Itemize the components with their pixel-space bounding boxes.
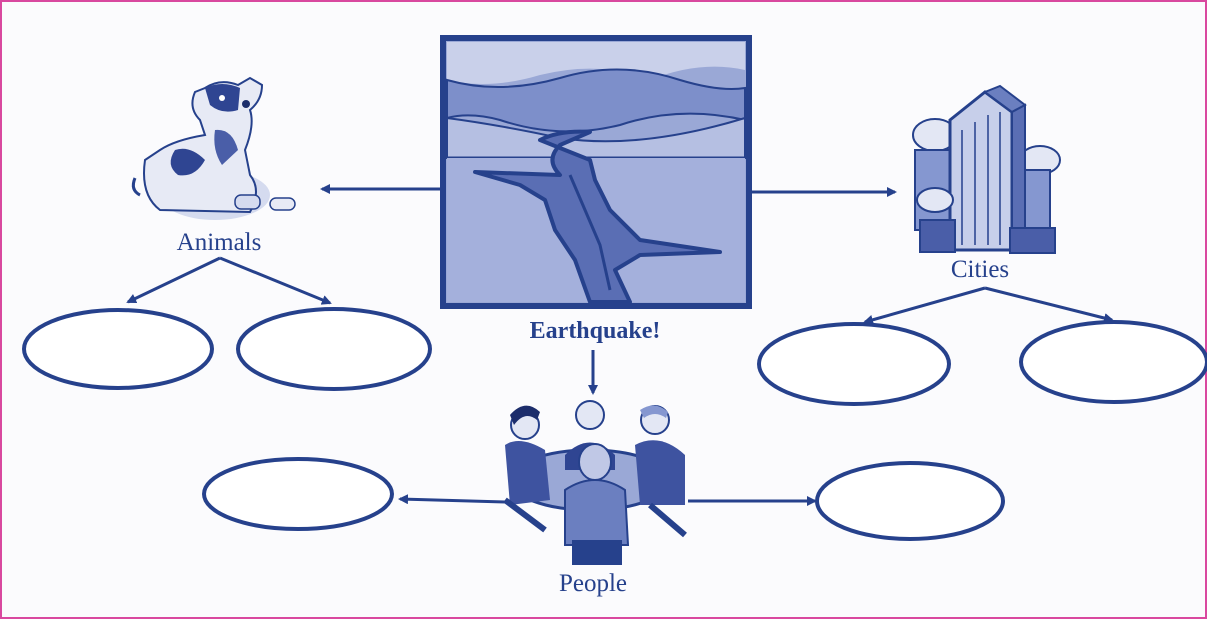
blank-ovals	[22, 307, 1207, 541]
skyscraper-icon	[912, 84, 1061, 254]
people-oval-2	[815, 461, 1005, 541]
earthquake-picture	[440, 35, 752, 309]
animals-oval-1	[22, 308, 214, 390]
label-people: People	[558, 570, 628, 597]
people-at-table-icon	[503, 400, 687, 565]
arrow-animals-to-oval-right	[219, 256, 332, 305]
connector-arrows	[126, 184, 1114, 506]
label-animals: Animals	[176, 229, 262, 256]
arrow-people-to-oval-left	[398, 494, 506, 505]
label-cities: Cities	[950, 256, 1010, 283]
arrow-cities-to-oval-left	[863, 286, 986, 325]
label-earthquake: Earthquake!	[529, 318, 661, 344]
cities-oval-2	[1019, 320, 1207, 404]
arrow-cities-to-oval-right	[984, 286, 1114, 323]
cities-oval-1	[757, 322, 951, 406]
people-oval-1	[202, 457, 394, 531]
dog-icon	[131, 76, 296, 220]
arrow-animals-to-oval-left	[126, 256, 221, 304]
animals-oval-2	[236, 307, 432, 391]
